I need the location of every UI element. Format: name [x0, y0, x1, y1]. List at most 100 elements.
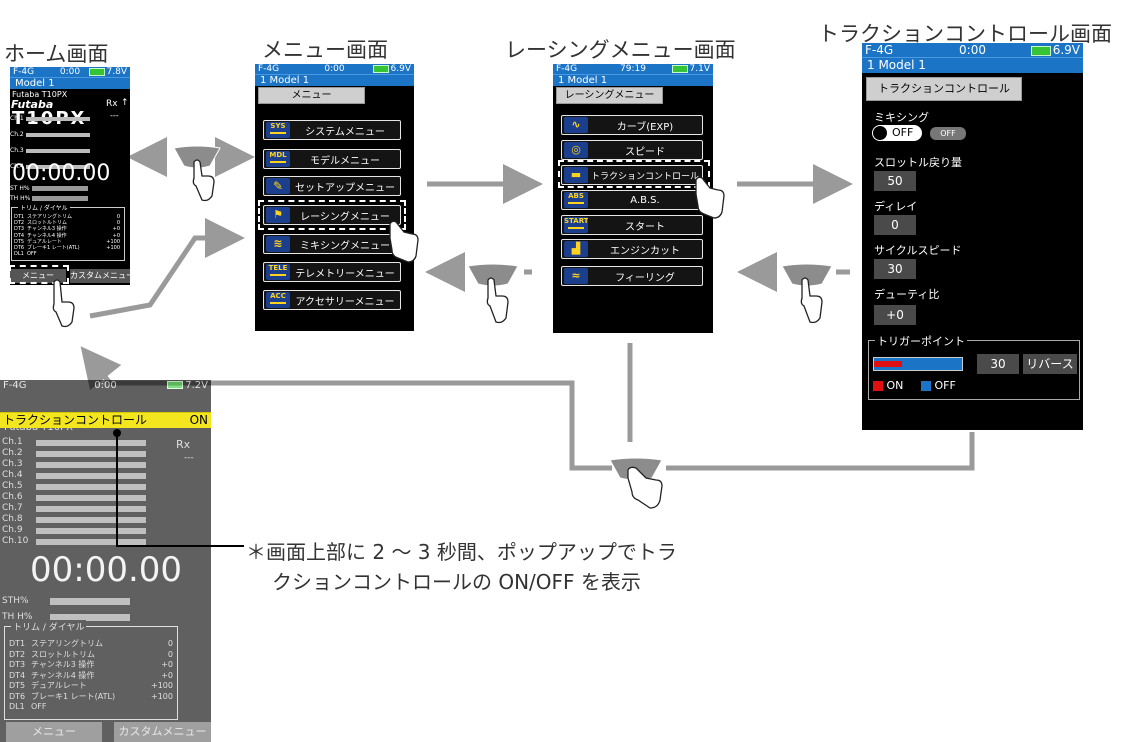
mixing-toggle[interactable]: OFF — [872, 125, 922, 141]
duty-ratio-value[interactable]: +0 — [874, 305, 916, 325]
battery-icon — [88, 67, 105, 76]
menu-item-label: レーシングメニュー — [300, 211, 390, 223]
touch-finger-icon — [467, 263, 519, 324]
car-icon: ▬ — [564, 167, 588, 183]
racing-menu-button[interactable]: ⚑ レーシングメニュー — [263, 205, 401, 225]
channel-bar — [26, 133, 90, 137]
home-screen: F-4G 0:00 7.8V Model 1 Futaba T10PX Futa… — [10, 67, 130, 285]
system-menu-button[interactable]: SYS システムメニュー — [263, 120, 401, 140]
battery-indicator: 7.8V — [88, 67, 127, 77]
menu-item-label: スピード — [625, 146, 665, 158]
menu-item-label: モデルメニュー — [310, 155, 380, 167]
channel-row: Ch.4 — [10, 163, 90, 179]
channel-label: Ch.3 — [2, 459, 23, 469]
menu-item-label: フィーリング — [615, 272, 675, 284]
trim-id: DT5 — [9, 681, 26, 690]
trim-id: DT4 — [9, 670, 26, 680]
racing-header: レーシングメニュー — [556, 87, 663, 104]
abs-button[interactable]: ABS A.B.S. — [561, 190, 703, 210]
channel-label: Ch.6 — [2, 492, 23, 502]
th-label: TH H% — [10, 195, 31, 202]
channel-bar — [26, 165, 90, 169]
popup-custom-menu-button[interactable]: カスタムメニュー — [114, 722, 211, 742]
th-bar — [50, 614, 130, 621]
curve-exp-button[interactable]: ∿ カーブ(EXP) — [561, 115, 703, 135]
traction-control-button[interactable]: ▬ トラクションコントロール — [561, 165, 703, 185]
menu-item-label: A.B.S. — [630, 194, 660, 206]
popup-status-bar: F-4G 0:00 7.2V — [0, 380, 211, 392]
st-row: ST H% — [10, 185, 110, 194]
trim-value: 0 — [116, 220, 120, 227]
st-bar — [50, 598, 130, 605]
telemetry-menu-button[interactable]: TELE テレメトリーメニュー — [263, 262, 401, 282]
channel-bar — [36, 506, 146, 512]
channel-label: Ch.5 — [2, 481, 23, 491]
home-screen-title: ホーム画面 — [4, 42, 109, 66]
feeling-button[interactable]: ≈ フィーリング — [561, 266, 703, 286]
trigger-bar[interactable] — [873, 357, 963, 371]
delay-value[interactable]: 0 — [874, 215, 916, 235]
trim-value: +0 — [112, 232, 120, 239]
channel-row: Ch.7 — [2, 503, 146, 514]
mixing-toggle-text: OFF — [892, 126, 914, 139]
channel-row: Ch.1 — [2, 437, 146, 448]
clock: 0:00 — [59, 67, 81, 77]
engine-cut-button[interactable]: ▟ エンジンカット — [561, 239, 703, 259]
model-menu-button[interactable]: MDL モデルメニュー — [263, 149, 401, 169]
trim-id: DT6 — [9, 691, 26, 701]
channel-row: Ch.9 — [2, 525, 146, 536]
home-custom-menu-button[interactable]: カスタムメニュー — [70, 269, 130, 283]
home-menu-button[interactable]: メニュー — [10, 269, 66, 283]
mixing-menu-button[interactable]: ≋ ミキシングメニュー — [263, 234, 401, 254]
icon-text: START — [564, 217, 588, 225]
trigger-point-value[interactable]: 30 — [977, 354, 1019, 374]
popup-menu-button[interactable]: メニュー — [6, 722, 102, 742]
rx-label: Rx — [106, 99, 118, 109]
model-type: F-4G — [556, 64, 578, 74]
trim-value: +0 — [112, 226, 120, 233]
touch-finger-icon — [389, 220, 419, 263]
throttle-return-value[interactable]: 50 — [874, 171, 916, 191]
clock: 0:00 — [959, 43, 986, 57]
channel-label: Ch.8 — [2, 514, 23, 524]
accessory-menu-button[interactable]: ACC アクセサリーメニュー — [263, 290, 401, 310]
start-button[interactable]: START スタート — [561, 215, 703, 235]
channel-row: Ch.3 — [10, 147, 90, 163]
start-icon: START — [564, 217, 588, 233]
trim-title: トリム / ダイヤル — [11, 620, 87, 633]
channel-row: Ch.2 — [2, 448, 146, 459]
channel-label: Ch.4 — [10, 163, 24, 170]
speed-button[interactable]: ◎ スピード — [561, 140, 703, 160]
home-menu-highlight — [9, 265, 69, 284]
trim-id: DT3 — [14, 226, 25, 233]
battery-voltage: 6.9V — [390, 64, 411, 74]
setup-menu-button[interactable]: ✎ セットアップメニュー — [263, 176, 401, 196]
futaba-logo: Futaba — [11, 98, 54, 111]
cycle-speed-value[interactable]: 30 — [874, 259, 916, 279]
trim-label: デュアルレート — [31, 681, 87, 690]
home-status-bar: F-4G 0:00 7.8V — [10, 67, 130, 77]
trim-label: ステアリングトリム — [31, 639, 103, 648]
arrow-home-to-menu-lower — [89, 218, 245, 319]
channel-label: Ch.2 — [10, 131, 24, 138]
trim-value: +100 — [106, 245, 120, 252]
menu-item-label: スタート — [625, 221, 665, 233]
clock: 0:00 — [94, 380, 117, 391]
throttle-return-label: スロットル戻り量 — [874, 156, 962, 169]
channel-row: Ch.8 — [2, 514, 146, 525]
trim-label: チャンネル4 操作 — [27, 232, 67, 239]
reverse-button[interactable]: リバース — [1023, 354, 1077, 374]
battery-voltage: 6.9V — [1052, 43, 1080, 57]
channel-bar — [36, 451, 146, 457]
annotation-note-line1: ＊画面上部に 2 〜 3 秒間、ポップアップでトラ — [246, 540, 677, 564]
trim-label: OFF — [31, 702, 47, 711]
